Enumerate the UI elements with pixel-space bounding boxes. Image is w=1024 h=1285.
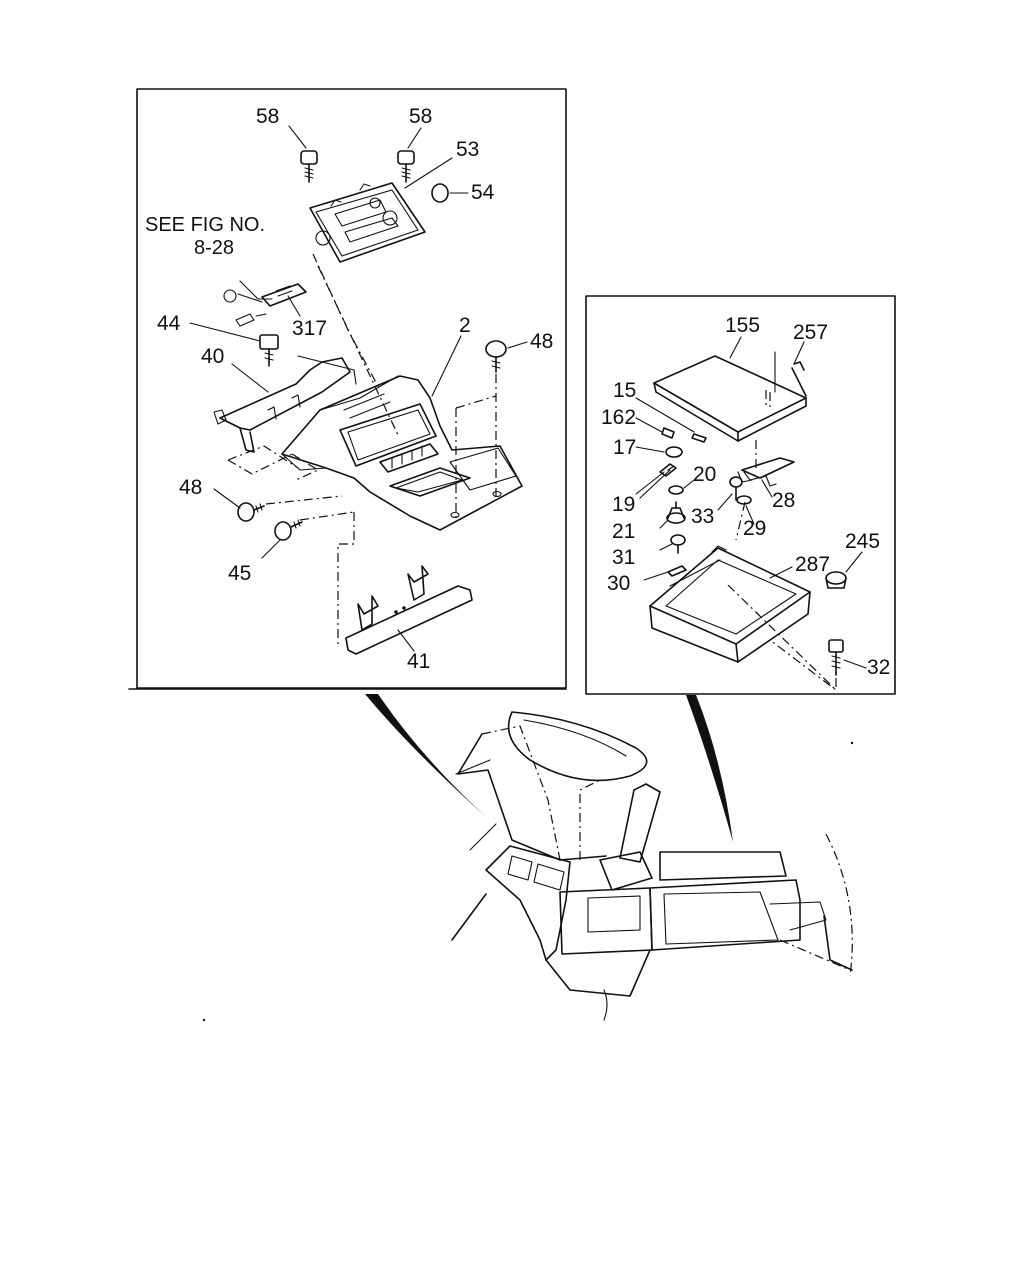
clip-19-icon [659,463,677,477]
plate-30-icon [667,565,687,577]
callout-58-right: 58 [409,105,433,128]
bolt-32-icon [828,639,844,676]
pointer-arrow-left-icon [365,694,512,840]
reference-note-line-1: SEE FIG NO. [145,214,266,236]
wire-257-icon [791,361,807,397]
screw-45-icon [274,519,303,541]
callout-48-top: 48 [530,330,554,353]
callout-21: 21 [612,520,636,543]
callout-54: 54 [471,181,495,204]
radio-bezel-53-icon [309,182,426,263]
callout-245: 245 [845,530,881,553]
interior-view [202,694,854,1022]
grommet-245-icon [825,571,847,589]
callout-287: 287 [795,553,831,576]
callout-40: 40 [201,345,225,368]
callout-317: 317 [292,317,328,340]
screw-33-icon [729,476,743,501]
callout-41: 41 [407,650,431,673]
callout-48-left: 48 [179,476,203,499]
callout-32: 32 [867,656,891,679]
callout-28: 28 [772,489,796,512]
rail-41-icon [345,565,473,655]
callout-31: 31 [612,546,636,569]
bolt-48-top-icon [485,340,507,373]
console-box-panel [585,295,896,695]
pointer-arrow-right-icon [686,695,733,842]
callout-33: 33 [691,505,715,528]
knob-54-icon [431,183,449,203]
washer-29-icon [736,495,752,505]
bolt-44-icon [259,334,279,367]
screw-58-left-icon [300,150,318,183]
callout-44: 44 [157,312,181,335]
callout-29: 29 [743,517,767,540]
part-15-icon [691,433,707,443]
lid-155-icon [653,351,807,442]
hinge-28-icon [737,457,795,487]
bracket-40-icon [213,355,357,453]
callout-17: 17 [613,436,637,459]
callout-58-left: 58 [256,105,280,128]
washer-20-icon [668,485,684,495]
callout-2: 2 [459,314,471,337]
console-panel [128,88,567,690]
callout-19: 19 [612,493,636,516]
callout-15: 15 [613,379,637,402]
storage-box-287-icon [649,545,811,663]
center-console-2-icon [281,375,523,531]
part-162-icon [661,427,675,439]
reference-note-line-2: 8-28 [194,237,235,259]
callout-257: 257 [793,321,829,344]
callout-20: 20 [693,463,717,486]
callout-162: 162 [601,406,637,429]
callout-30: 30 [607,572,631,595]
switch-317-icon [223,283,307,327]
nut-21-icon [666,501,686,524]
callout-45: 45 [228,562,252,585]
washer-17-icon [665,446,683,458]
callout-53: 53 [456,138,480,161]
callout-155: 155 [725,314,761,337]
screw-58-right-icon [397,150,415,183]
bolt-48-left-icon [237,502,265,522]
screw-31-icon [670,534,686,554]
